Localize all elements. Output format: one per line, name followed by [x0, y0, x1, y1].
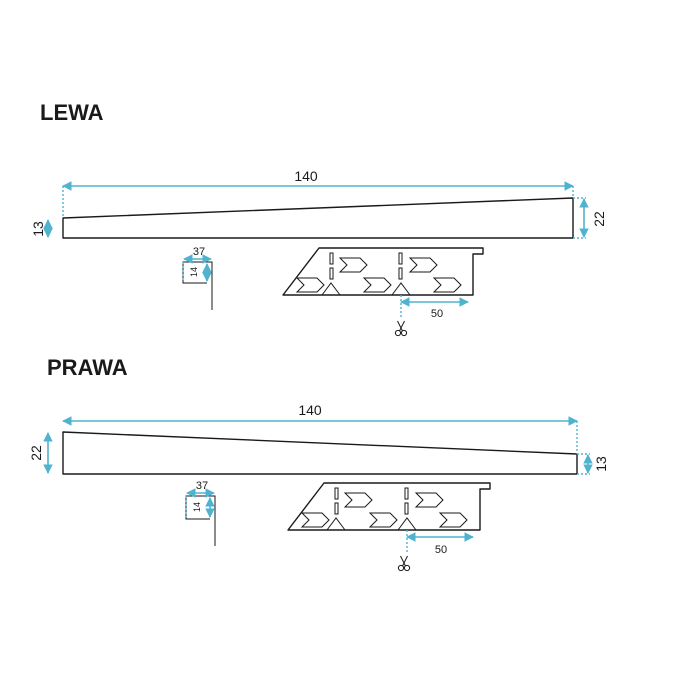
scissors-icon: [397, 555, 411, 572]
height-right-label-right: 13: [593, 456, 609, 472]
height-right-label-left: 22: [591, 211, 607, 227]
height-left-label-right: 22: [28, 445, 44, 461]
profile-height-label-right: 14: [192, 502, 202, 512]
section-left: LEWA 140 13 22 37 14: [30, 100, 607, 337]
section-title-right: PRAWA: [47, 355, 128, 380]
profile-width-label-right: 37: [196, 480, 208, 492]
spacing-label-right: 50: [435, 544, 447, 556]
profile-section-right: 37 14: [185, 480, 216, 546]
profile-section-left: 37 14: [182, 246, 213, 310]
profile-width-label-left: 37: [193, 246, 205, 258]
length-label-left: 140: [294, 168, 318, 184]
bracket-strip-left: 50: [282, 247, 484, 337]
height-left-label-left: 13: [30, 221, 46, 237]
section-title-left: LEWA: [40, 100, 104, 125]
scissors-icon: [394, 320, 408, 337]
board-left: [62, 197, 574, 239]
bracket-strip-right: 50: [287, 482, 491, 572]
spacing-label-left: 50: [431, 308, 443, 320]
section-right: PRAWA 140 22 13 37 14: [28, 355, 609, 572]
profile-height-label-left: 14: [189, 267, 199, 277]
length-label-right: 140: [298, 402, 322, 418]
board-right: [62, 431, 578, 475]
